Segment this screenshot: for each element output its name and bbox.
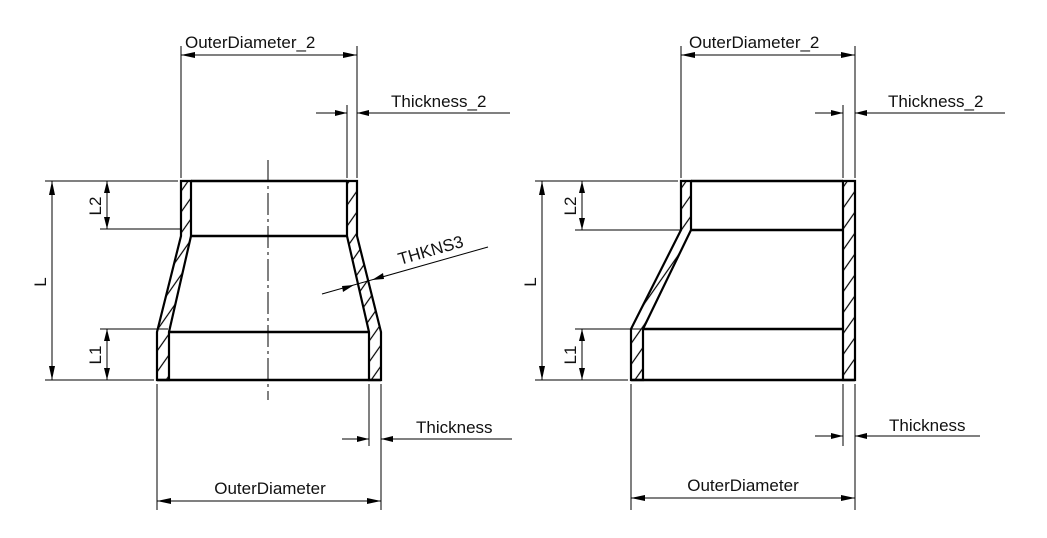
l2-label: L2 [561,197,580,216]
outer-diameter-2-label: OuterDiameter_2 [185,33,315,52]
thickness-2-label: Thickness_2 [888,92,983,111]
length-label: L [31,277,50,286]
outer-diameter-label: OuterDiameter [687,476,799,495]
l1-label: L1 [561,346,580,365]
outer-diameter-2-label: OuterDiameter_2 [689,33,819,52]
right-wall-section [345,179,383,382]
thickness-label: Thickness [889,416,966,435]
concentric-reducer-view: OuterDiameter_2 Thickness_2 THKNS3 L L2 … [31,33,512,510]
l2-label: L2 [86,197,105,216]
right-wall-section [841,179,857,382]
l1-label: L1 [86,346,105,365]
thickness-label: Thickness [416,418,493,437]
left-wall-section [155,179,193,382]
thickness-2-label: Thickness_2 [391,92,486,111]
length-label: L [521,277,540,286]
eccentric-reducer-view: OuterDiameter_2 Thickness_2 L L2 L1 [521,33,1005,510]
outer-diameter-label: OuterDiameter [214,479,326,498]
left-wall-section [629,179,693,382]
